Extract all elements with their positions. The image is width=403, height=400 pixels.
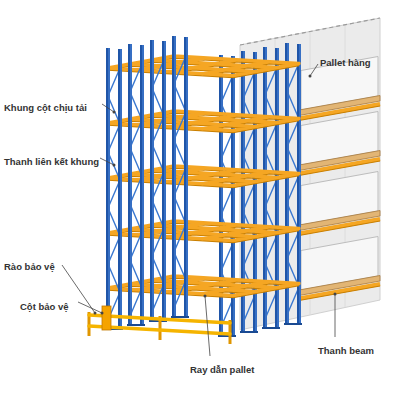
leader-line xyxy=(205,296,210,356)
leader-dot xyxy=(101,312,104,315)
upright-frame xyxy=(149,40,167,322)
label-holder: Cột bảo vệ xyxy=(20,296,69,314)
pallet-bay-level xyxy=(299,57,380,121)
pallet-bay-level xyxy=(299,172,380,236)
upright-frame xyxy=(171,36,189,318)
pallet-rail-level xyxy=(108,166,299,188)
leader-line xyxy=(102,104,114,112)
leader-dot xyxy=(94,312,97,315)
part-label: Cột bảo vệ xyxy=(20,301,69,313)
label-holder: Thanh liên kết khung xyxy=(4,151,99,169)
label-holder: Pallet hàng xyxy=(320,52,371,70)
label-holder: Khung cột chịu tải xyxy=(4,97,87,115)
leader-dots xyxy=(94,75,337,315)
pallet-bay-level xyxy=(299,112,380,176)
pallet-rail-level xyxy=(108,56,299,78)
leader-line xyxy=(78,302,102,313)
leader-dot xyxy=(113,111,116,114)
label-holder: Rào bảo vệ xyxy=(4,256,55,274)
leader-dot xyxy=(204,295,207,298)
leader-line xyxy=(310,64,318,76)
upright-frame xyxy=(127,44,145,326)
part-label: Ray dẫn pallet xyxy=(190,364,254,376)
wall-top-dashed xyxy=(240,18,380,45)
pallet-rail-level xyxy=(108,221,299,243)
label-holder: Thanh beam xyxy=(318,340,374,358)
leader-line xyxy=(100,158,114,165)
part-label: Thanh liên kết khung xyxy=(4,156,99,168)
part-label: Khung cột chịu tải xyxy=(4,102,87,114)
label-holder: Ray dẫn pallet xyxy=(190,359,254,377)
pallet-rail-level xyxy=(108,111,299,133)
leader-lines xyxy=(62,64,335,356)
leader-dot xyxy=(334,293,337,296)
part-label: Rào bảo vệ xyxy=(4,261,55,273)
column-guard xyxy=(102,306,111,330)
pallet-rail-level xyxy=(108,276,299,298)
leader-dot xyxy=(113,164,116,167)
part-label: Thanh beam xyxy=(318,345,374,357)
leader-dot xyxy=(309,75,312,78)
upright-frame xyxy=(105,48,123,330)
part-label: Pallet hàng xyxy=(320,57,371,69)
pallet-bay-level xyxy=(299,237,380,301)
leader-line xyxy=(335,294,336,337)
